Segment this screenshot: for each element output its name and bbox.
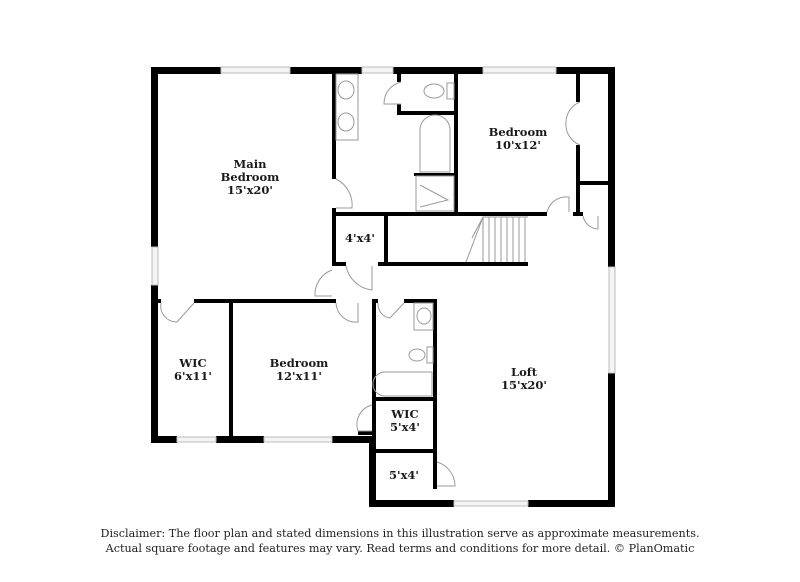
room-label-bedroom-2: Bedroom 10'x12' [489, 126, 548, 152]
room-name: WIC [391, 407, 419, 421]
room-dimensions: 4'x4' [345, 231, 375, 245]
room-dimensions: 10'x12' [495, 138, 541, 152]
room-label-main-bedroom: Main Bedroom 15'x20' [221, 158, 280, 197]
interior-walls [151, 67, 611, 489]
doors [160, 81, 599, 487]
exterior-walls [151, 67, 615, 507]
disclaimer-line-1: Disclaimer: The floor plan and stated di… [100, 527, 700, 540]
windows [151, 66, 616, 507]
room-label-loft: Loft 15'x20' [501, 366, 547, 392]
room-label-wic-1: WIC 6'x11' [174, 357, 212, 383]
room-dimensions: 12'x11' [276, 369, 322, 383]
room-dimensions: 5'x4' [390, 420, 420, 434]
room-dimensions: 15'x20' [227, 183, 273, 197]
room-dimensions: 6'x11' [174, 369, 212, 383]
room-name: Loft [510, 365, 537, 379]
room-name: Main Bedroom [220, 157, 280, 184]
staircase [465, 216, 528, 263]
room-name: WIC [179, 356, 207, 370]
disclaimer: Disclaimer: The floor plan and stated di… [0, 526, 800, 556]
room-name: Bedroom [488, 125, 548, 139]
disclaimer-line-2: Actual square footage and features may v… [105, 542, 695, 555]
bathroom-fixtures [335, 73, 455, 397]
room-dimensions: 15'x20' [501, 378, 547, 392]
room-name: Bedroom [269, 356, 329, 370]
room-label-bedroom-3: Bedroom 12'x11' [270, 357, 329, 383]
room-label-wic-2: WIC 5'x4' [390, 408, 420, 434]
room-label-closet-5x4: 5'x4' [389, 469, 419, 482]
room-dimensions: 5'x4' [389, 468, 419, 482]
room-label-closet-4x4: 4'x4' [345, 232, 375, 245]
